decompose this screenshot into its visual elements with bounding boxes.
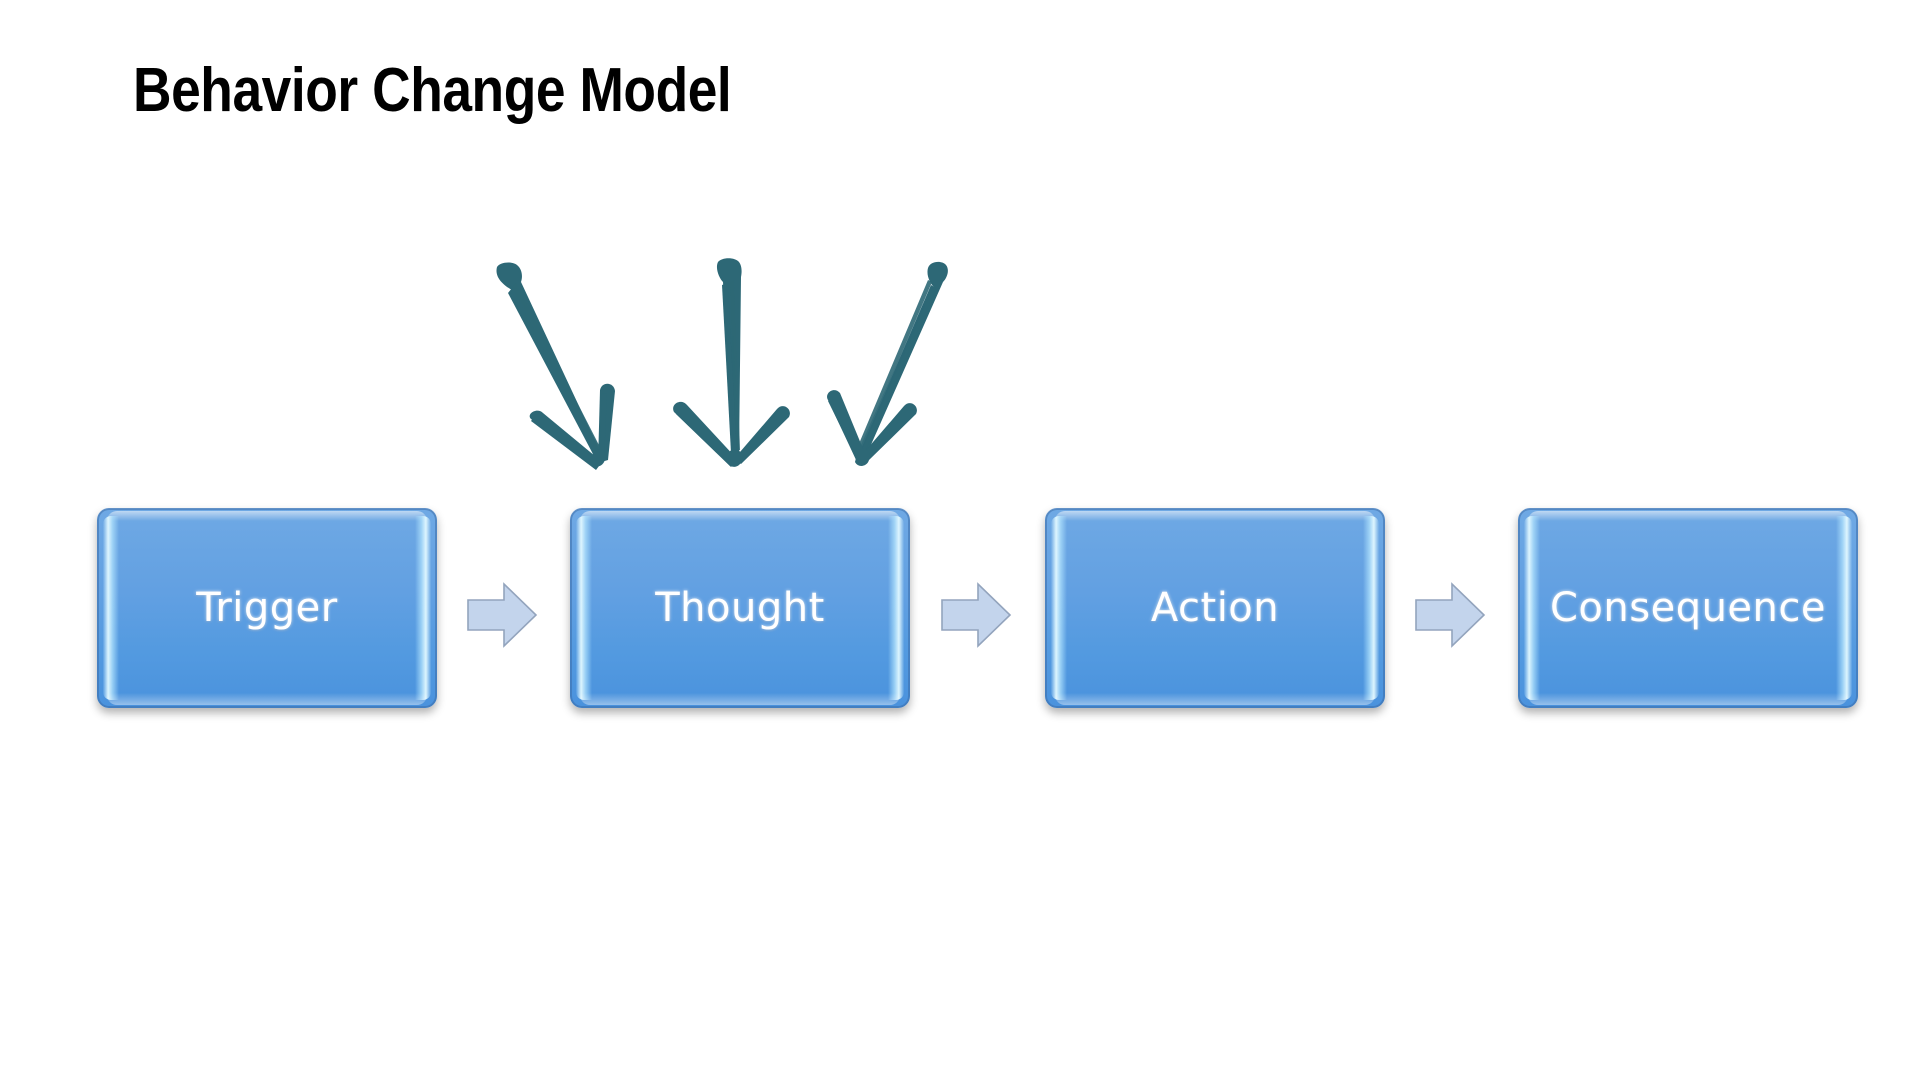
right-arrow-icon xyxy=(941,582,1012,648)
node-gloss-bottom xyxy=(107,693,427,705)
flow-node-label: Consequence xyxy=(1549,585,1826,631)
node-gloss-bottom xyxy=(580,693,900,705)
connector-action-to-consequence xyxy=(1414,580,1486,650)
page-title: Behavior Change Model xyxy=(133,56,732,125)
right-arrow-icon xyxy=(467,582,538,648)
flow-node-consequence[interactable]: Consequence xyxy=(1518,508,1858,708)
sketch-arrow-left-icon xyxy=(496,262,615,470)
sketch-arrow-center-icon xyxy=(673,258,790,467)
connector-thought-to-action xyxy=(940,580,1012,650)
flow-node-label: Action xyxy=(1150,585,1280,631)
flow-node-action[interactable]: Action xyxy=(1045,508,1385,708)
node-gloss-top xyxy=(1528,511,1848,521)
flow-node-label: Trigger xyxy=(196,585,338,631)
node-gloss-top xyxy=(1055,511,1375,521)
connector-trigger-to-thought xyxy=(466,580,538,650)
node-gloss-bottom xyxy=(1528,693,1848,705)
process-flow: Trigger Thought Action xyxy=(0,508,1920,718)
flow-node-trigger[interactable]: Trigger xyxy=(97,508,437,708)
node-gloss-top xyxy=(107,511,427,521)
node-gloss-top xyxy=(580,511,900,521)
sketch-arrow-right-icon xyxy=(827,261,948,466)
node-gloss-bottom xyxy=(1055,693,1375,705)
flow-node-label: Thought xyxy=(655,585,825,631)
right-arrow-icon xyxy=(1415,582,1486,648)
flow-node-thought[interactable]: Thought xyxy=(570,508,910,708)
